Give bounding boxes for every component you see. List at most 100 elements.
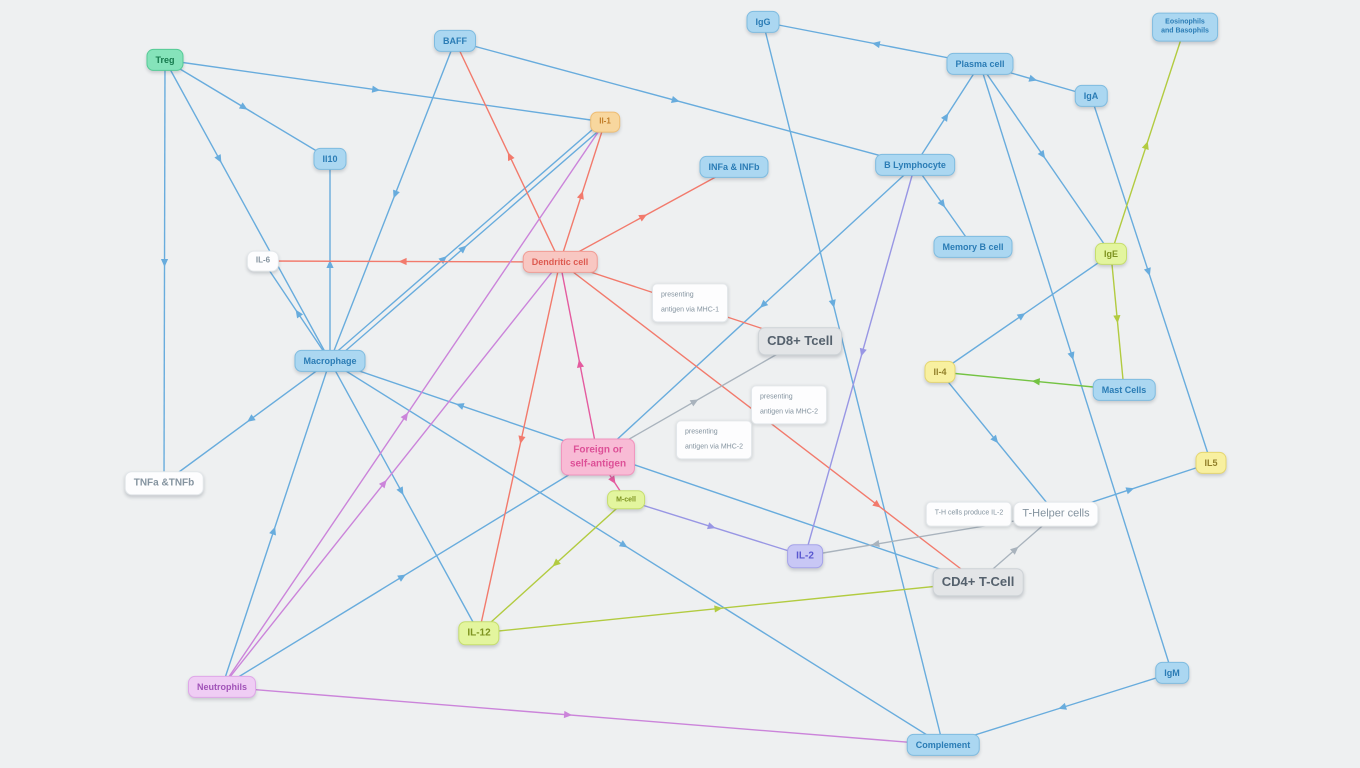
node-label-b-lymphocyte: B Lymphocyte bbox=[884, 159, 946, 170]
node-label-mhc2-label-b: presenting antigen via MHC-2 bbox=[685, 428, 743, 450]
edge-macrophage-il12 bbox=[329, 360, 480, 634]
node-il12[interactable]: IL-12 bbox=[458, 621, 500, 645]
node-label-tnfa-tnfb: TNFa &TNFb bbox=[133, 477, 195, 489]
edge-treg-il1 bbox=[164, 59, 606, 123]
edge-macrophage-il1 bbox=[327, 119, 604, 360]
arrowhead-neutrophils-complement bbox=[563, 710, 573, 719]
node-il5[interactable]: IL5 bbox=[1195, 451, 1227, 475]
edge-treg-tnfa-tnfb bbox=[163, 59, 166, 484]
arrowhead-macrophage-complement bbox=[618, 540, 628, 548]
node-label-m-cell: M-cell bbox=[616, 496, 636, 504]
edge-plasma-cell-igg bbox=[762, 21, 981, 65]
edge-dendritic-cell-il6 bbox=[262, 260, 561, 263]
node-label-foreign-self-antigen: Foreign or self-antigen bbox=[569, 444, 627, 470]
arrowhead-treg-il10 bbox=[238, 102, 248, 110]
arrowhead-macrophage-il6 bbox=[295, 309, 304, 319]
node-memory-b-cell[interactable]: Memory B cell bbox=[933, 235, 1013, 259]
node-mast-cells[interactable]: Mast Cells bbox=[1092, 378, 1156, 402]
node-plasma-cell[interactable]: Plasma cell bbox=[946, 52, 1014, 76]
edge-baff-macrophage bbox=[329, 40, 456, 362]
arrowhead-dendritic-cell-cd4-tcell bbox=[872, 499, 881, 508]
arrowhead-igg-complement bbox=[828, 299, 836, 308]
node-eosinophils-basophils[interactable]: Eosinophils and Basophils bbox=[1152, 12, 1218, 42]
arrowhead-macrophage-il12 bbox=[396, 486, 404, 496]
node-label-mast-cells: Mast Cells bbox=[1101, 384, 1147, 395]
edge-neutrophils-dendritic-cell bbox=[221, 261, 561, 688]
node-m-cell[interactable]: M-cell bbox=[607, 490, 645, 510]
arrowhead-iga-il5 bbox=[1143, 267, 1151, 276]
node-label-il1: Il-1 bbox=[599, 116, 611, 126]
arrowhead-treg-macrophage bbox=[214, 154, 222, 163]
node-label-memory-b-cell: Memory B cell bbox=[942, 241, 1004, 252]
node-label-plasma-cell: Plasma cell bbox=[955, 58, 1005, 69]
node-th-produce-il2-label: T-H cells produce IL-2 bbox=[925, 501, 1013, 527]
arrowhead-il4-t-helper-cells bbox=[990, 434, 999, 444]
node-cd4-tcell[interactable]: CD4+ T-Cell bbox=[932, 568, 1024, 596]
node-mhc2-label-b: presenting antigen via MHC-2 bbox=[676, 420, 752, 460]
node-cd8-tcell[interactable]: CD8+ Tcell bbox=[758, 327, 842, 355]
node-label-il6: IL-6 bbox=[255, 255, 271, 265]
arrowhead-macrophage-il10 bbox=[326, 260, 334, 269]
node-il2[interactable]: IL-2 bbox=[787, 544, 823, 568]
edge-neutrophils-il1 bbox=[221, 121, 606, 688]
edge-plasma-cell-ige bbox=[979, 63, 1112, 255]
arrowhead-treg-tnfa-tnfb bbox=[160, 259, 169, 268]
node-label-infa-infb: INFa & INFb bbox=[708, 161, 760, 172]
arrowhead-t-helper-cells-il2 bbox=[871, 540, 880, 548]
arrowhead-il4-ige bbox=[1016, 313, 1026, 321]
node-label-dendritic-cell: Dendritic cell bbox=[531, 256, 589, 267]
arrowhead-igm-complement bbox=[1058, 702, 1067, 710]
edge-neutrophils-complement bbox=[221, 686, 944, 746]
edge-b-lymphocyte-il2 bbox=[804, 164, 916, 557]
node-il1[interactable]: Il-1 bbox=[590, 111, 620, 133]
node-foreign-self-antigen[interactable]: Foreign or self-antigen bbox=[560, 438, 636, 476]
node-il4[interactable]: Il-4 bbox=[924, 360, 956, 384]
node-il10[interactable]: Il10 bbox=[313, 147, 347, 171]
node-infa-infb[interactable]: INFa & INFb bbox=[699, 155, 769, 179]
edge-treg-macrophage bbox=[164, 59, 331, 362]
node-label-il2: IL-2 bbox=[796, 550, 814, 562]
arrowhead-m-cell-il2 bbox=[707, 522, 716, 530]
node-label-baff: BAFF bbox=[443, 35, 467, 46]
node-il6[interactable]: IL-6 bbox=[246, 250, 280, 272]
arrowhead-b-lymphocyte-il2 bbox=[859, 347, 867, 357]
arrowhead-neutrophils-foreign-self-antigen bbox=[397, 574, 406, 582]
arrowhead-neutrophils-macrophage bbox=[269, 526, 276, 536]
node-baff[interactable]: BAFF bbox=[434, 29, 476, 53]
node-macrophage[interactable]: Macrophage bbox=[294, 349, 366, 373]
node-label-il10: Il10 bbox=[322, 153, 338, 164]
node-label-treg: Treg bbox=[155, 54, 175, 65]
node-igm[interactable]: IgM bbox=[1155, 661, 1189, 685]
arrowhead-neutrophils-il1 bbox=[400, 412, 409, 422]
edge-foreign-self-antigen-cd8-tcell bbox=[597, 340, 801, 458]
node-label-igm: IgM bbox=[1164, 667, 1180, 678]
arrowhead-b-lymphocyte-memory-b-cell bbox=[937, 199, 946, 208]
arrowhead-dendritic-cell-infa-infb bbox=[638, 214, 648, 222]
node-t-helper-cells[interactable]: T-Helper cells bbox=[1013, 501, 1099, 527]
arrowhead-plasma-cell-igm bbox=[1067, 351, 1075, 361]
node-dendritic-cell[interactable]: Dendritic cell bbox=[522, 250, 598, 274]
edge-dendritic-cell-il12 bbox=[478, 261, 561, 634]
node-mhc2-label-a: presenting antigen via MHC-2 bbox=[751, 385, 827, 425]
node-treg[interactable]: Treg bbox=[146, 48, 184, 72]
arrowhead-treg-il1 bbox=[371, 85, 381, 93]
node-igg[interactable]: IgG bbox=[746, 10, 780, 34]
node-neutrophils[interactable]: Neutrophils bbox=[187, 675, 257, 699]
arrowhead-baff-macrophage bbox=[393, 189, 400, 199]
node-b-lymphocyte[interactable]: B Lymphocyte bbox=[875, 153, 955, 177]
node-complement[interactable]: Complement bbox=[906, 733, 980, 757]
arrowhead-foreign-self-antigen-cd8-tcell bbox=[689, 399, 699, 407]
node-label-mhc2-label-a: presenting antigen via MHC-2 bbox=[760, 393, 818, 415]
edge-macrophage-il1 bbox=[331, 123, 608, 364]
node-tnfa-tnfb[interactable]: TNFa &TNFb bbox=[124, 471, 204, 495]
arrowhead-macrophage-il1 bbox=[438, 256, 447, 265]
arrowhead-b-lymphocyte-plasma-cell bbox=[941, 113, 949, 122]
arrowhead-dendritic-cell-il6 bbox=[398, 257, 407, 266]
edge-il12-cd4-tcell bbox=[478, 581, 979, 634]
node-iga[interactable]: IgA bbox=[1074, 84, 1108, 108]
edge-igm-complement bbox=[942, 672, 1173, 746]
arrowhead-dendritic-cell-il1 bbox=[576, 190, 584, 200]
node-ige[interactable]: IgE bbox=[1094, 242, 1128, 266]
node-label-igg: IgG bbox=[755, 16, 771, 27]
node-label-ige: IgE bbox=[1103, 248, 1119, 259]
